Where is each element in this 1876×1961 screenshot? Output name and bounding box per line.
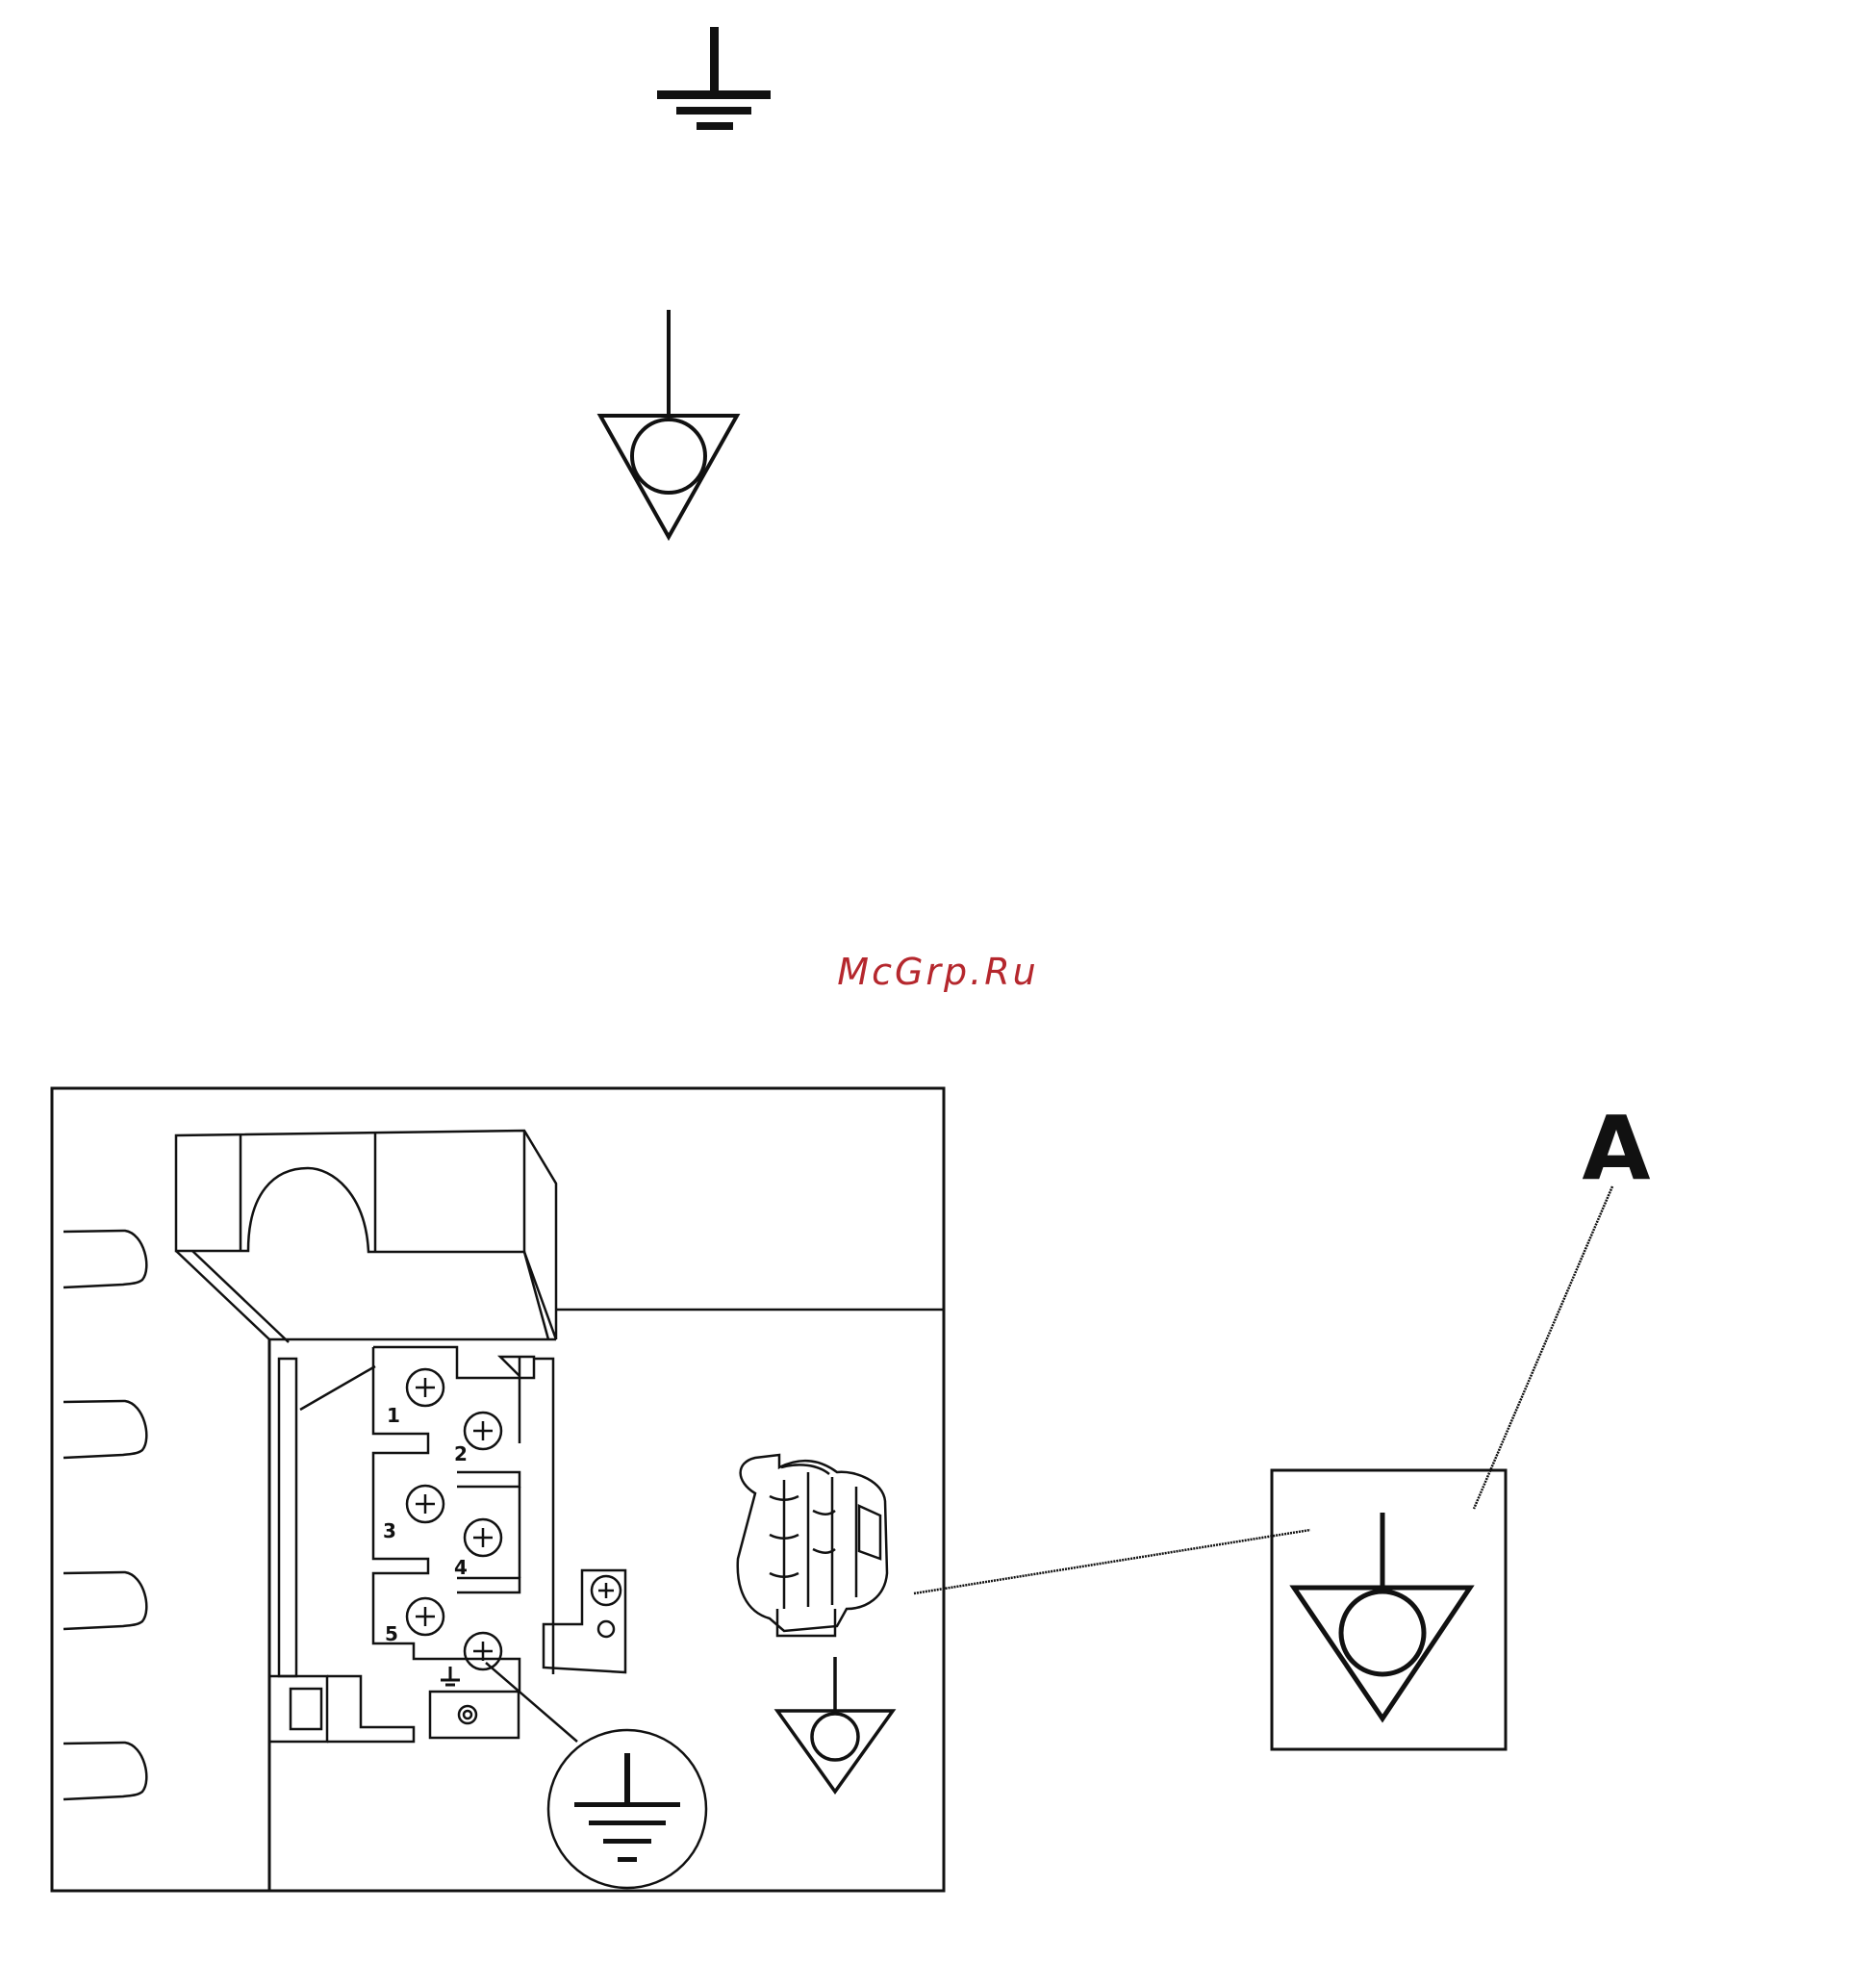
terminal-block-illustration [52, 1088, 944, 1891]
mounting-bracket [544, 1570, 625, 1672]
housing-body [269, 1339, 556, 1891]
cable-tabs [63, 1231, 146, 1799]
callout-leader-line [1474, 1186, 1612, 1509]
terminal-number-4: 4 [454, 1556, 468, 1579]
terminal-screws [407, 1369, 501, 1669]
earth-ground-icon [548, 1730, 706, 1888]
terminal-number-2: 2 [454, 1442, 468, 1465]
ground-leader-line [486, 1663, 577, 1742]
illustration-frame [52, 1088, 944, 1891]
housing-top [176, 1131, 556, 1342]
small-ground-icon [441, 1667, 460, 1685]
terminal-number-5: 5 [385, 1622, 398, 1645]
equipotential-icon [777, 1657, 893, 1792]
ground-bolt [738, 1455, 887, 1636]
equipotential-icon [600, 310, 737, 537]
terminal-number-1: 1 [387, 1404, 400, 1427]
terminal-number-3: 3 [383, 1519, 396, 1542]
bolt-leader-line [914, 1530, 1310, 1593]
watermark-text: McGrp.Ru [0, 951, 1876, 993]
equipotential-icon [1294, 1513, 1470, 1719]
earth-ground-icon [657, 27, 771, 130]
callout-label-a: A [1568, 1097, 1664, 1200]
